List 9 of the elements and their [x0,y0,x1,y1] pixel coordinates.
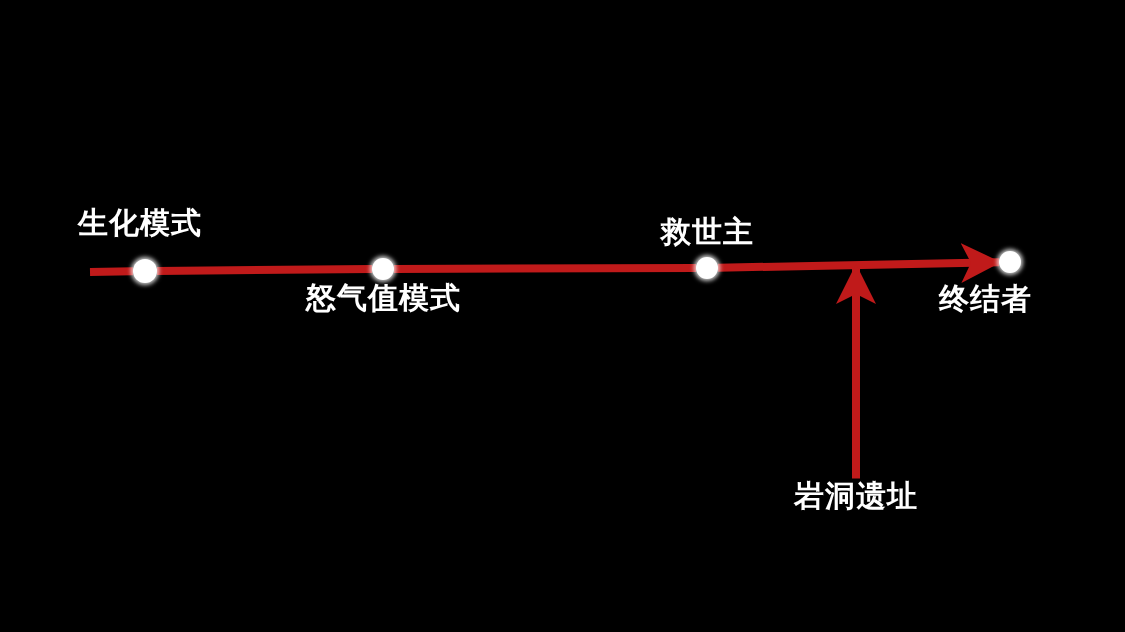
milestone-label: 救世主 [660,214,754,248]
arrow [717,242,1001,283]
milestone-label: 生化模式 [78,205,202,239]
timeline-line [394,264,696,273]
timeline-line [156,265,373,275]
milestone-label: 怒气值模式 [305,280,461,314]
milestone-label: 终结者 [938,281,1032,315]
timeline-line [89,267,134,276]
location-label: 岩洞遗址 [794,478,918,512]
